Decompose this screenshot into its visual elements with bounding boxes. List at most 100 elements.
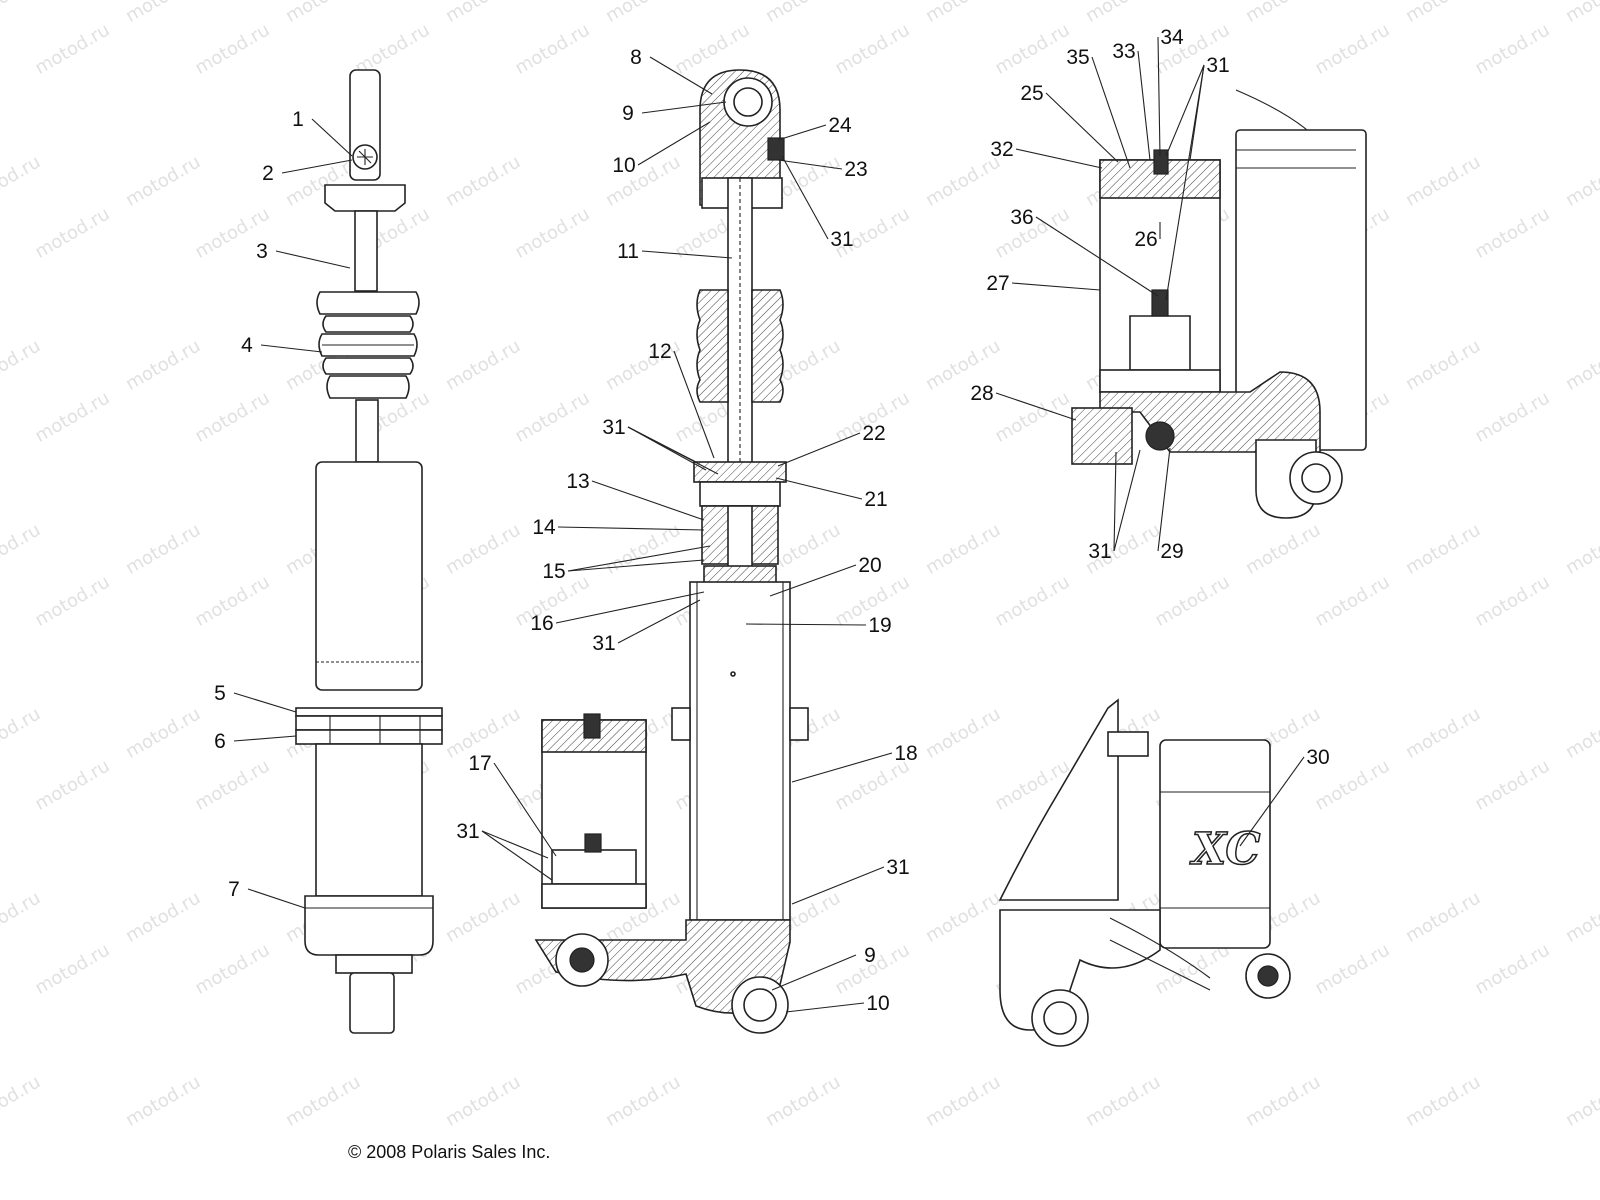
watermark-text: motod.ru xyxy=(0,887,44,946)
callout-16: 16 xyxy=(530,612,553,635)
leader-line-32 xyxy=(1015,148,1103,169)
watermark-text: motod.ru xyxy=(31,571,113,630)
leader-line-31 xyxy=(791,866,885,905)
callout-5: 5 xyxy=(214,682,226,705)
leader-line-10 xyxy=(637,121,711,166)
watermark-text: motod.ru xyxy=(602,335,684,394)
watermark-text: motod.ru xyxy=(191,571,273,630)
leader-line-12 xyxy=(673,350,715,459)
leader-line-35 xyxy=(1091,56,1131,169)
callout-10: 10 xyxy=(612,154,635,177)
leader-line-11 xyxy=(641,250,733,259)
watermark-text: motod.ru xyxy=(191,939,273,998)
leader-line-10 xyxy=(785,1002,865,1013)
callout-27: 27 xyxy=(986,272,1009,295)
watermark-text: motod.ru xyxy=(511,203,593,262)
watermark-text: motod.ru xyxy=(1242,519,1324,578)
watermark-text: motod.ru xyxy=(1562,703,1600,762)
callout-33: 33 xyxy=(1112,40,1135,63)
callout-20: 20 xyxy=(858,554,881,577)
watermark-text: motod.ru xyxy=(442,151,524,210)
leader-line-28 xyxy=(995,392,1077,421)
leader-line-3 xyxy=(275,250,351,269)
watermark-text: motod.ru xyxy=(122,0,204,27)
watermark-text: motod.ru xyxy=(31,755,113,814)
callout-29: 29 xyxy=(1160,540,1183,563)
assembled-shock-view xyxy=(295,69,443,1034)
callout-14: 14 xyxy=(532,516,556,539)
exterior-view: XC xyxy=(998,698,1291,1047)
watermark-text: motod.ru xyxy=(1151,571,1233,630)
callout-35: 35 xyxy=(1066,46,1089,69)
watermark-text: motod.ru xyxy=(1402,703,1484,762)
watermark-text: motod.ru xyxy=(31,203,113,262)
leader-line-31 xyxy=(617,599,701,644)
watermark-text: motod.ru xyxy=(602,1071,684,1130)
watermark-text: motod.ru xyxy=(442,1071,524,1130)
leader-line-15 xyxy=(567,559,705,572)
watermark-text: motod.ru xyxy=(922,703,1004,762)
callout-6: 6 xyxy=(214,730,226,753)
watermark-text: motod.ru xyxy=(991,571,1073,630)
watermark-text: motod.ru xyxy=(1471,203,1553,262)
leader-line-34 xyxy=(1157,36,1161,157)
watermark-text: motod.ru xyxy=(1471,755,1553,814)
watermark-text: motod.ru xyxy=(1562,887,1600,946)
watermark-text: motod.ru xyxy=(191,19,273,78)
watermark-text: motod.ru xyxy=(1402,519,1484,578)
watermark-text: motod.ru xyxy=(762,0,844,27)
watermark-text: motod.ru xyxy=(31,387,113,446)
watermark-text: motod.ru xyxy=(122,151,204,210)
watermark-text: motod.ru xyxy=(1242,0,1324,27)
leader-line-7 xyxy=(247,888,306,909)
cross-section-view xyxy=(534,69,809,1034)
watermark-text: motod.ru xyxy=(511,387,593,446)
callout-25: 25 xyxy=(1020,82,1043,105)
leader-line-13 xyxy=(591,480,705,521)
watermark-text: motod.ru xyxy=(122,703,204,762)
callout-19: 19 xyxy=(868,614,891,637)
watermark-text: motod.ru xyxy=(1311,571,1393,630)
watermark-text: motod.ru xyxy=(991,19,1073,78)
callout-9: 9 xyxy=(864,944,876,967)
watermark-text: motod.ru xyxy=(1311,19,1393,78)
leader-line-21 xyxy=(775,477,863,500)
leader-line-25 xyxy=(1045,92,1119,163)
callout-31: 31 xyxy=(830,228,853,251)
leader-line-31 xyxy=(481,830,553,881)
callout-3: 3 xyxy=(256,240,268,263)
leader-line-8 xyxy=(649,56,713,95)
leader-line-5 xyxy=(233,692,297,713)
watermark-text: motod.ru xyxy=(0,151,44,210)
leader-line-29 xyxy=(1157,447,1171,552)
leader-line-2 xyxy=(281,159,353,174)
leader-line-22 xyxy=(777,432,861,467)
callout-30: 30 xyxy=(1306,746,1329,769)
callout-32: 32 xyxy=(990,138,1013,161)
leader-line-17 xyxy=(493,762,557,857)
leader-line-31 xyxy=(781,155,829,240)
watermark-text: motod.ru xyxy=(1562,519,1600,578)
leader-line-27 xyxy=(1011,282,1101,291)
leader-line-33 xyxy=(1137,50,1151,161)
leader-line-30 xyxy=(1239,756,1305,847)
callout-22: 22 xyxy=(862,422,885,445)
watermark-text: motod.ru xyxy=(1471,387,1553,446)
leader-line-16 xyxy=(555,591,705,624)
watermark-text: motod.ru xyxy=(1562,1071,1600,1130)
callout-21: 21 xyxy=(864,488,887,511)
leader-line-31 xyxy=(1113,449,1141,552)
watermark-text: motod.ru xyxy=(1311,939,1393,998)
callout-23: 23 xyxy=(844,158,867,181)
watermark-text: motod.ru xyxy=(511,19,593,78)
watermark-text: motod.ru xyxy=(922,1071,1004,1130)
leader-lines xyxy=(233,36,1305,1013)
watermark-text: motod.ru xyxy=(442,519,524,578)
callout-24: 24 xyxy=(828,114,852,137)
watermark-text: motod.ru xyxy=(191,755,273,814)
callout-17: 17 xyxy=(468,752,491,775)
leader-line-9 xyxy=(771,954,857,991)
watermark-text: motod.ru xyxy=(0,0,44,27)
leader-line-18 xyxy=(791,752,893,783)
